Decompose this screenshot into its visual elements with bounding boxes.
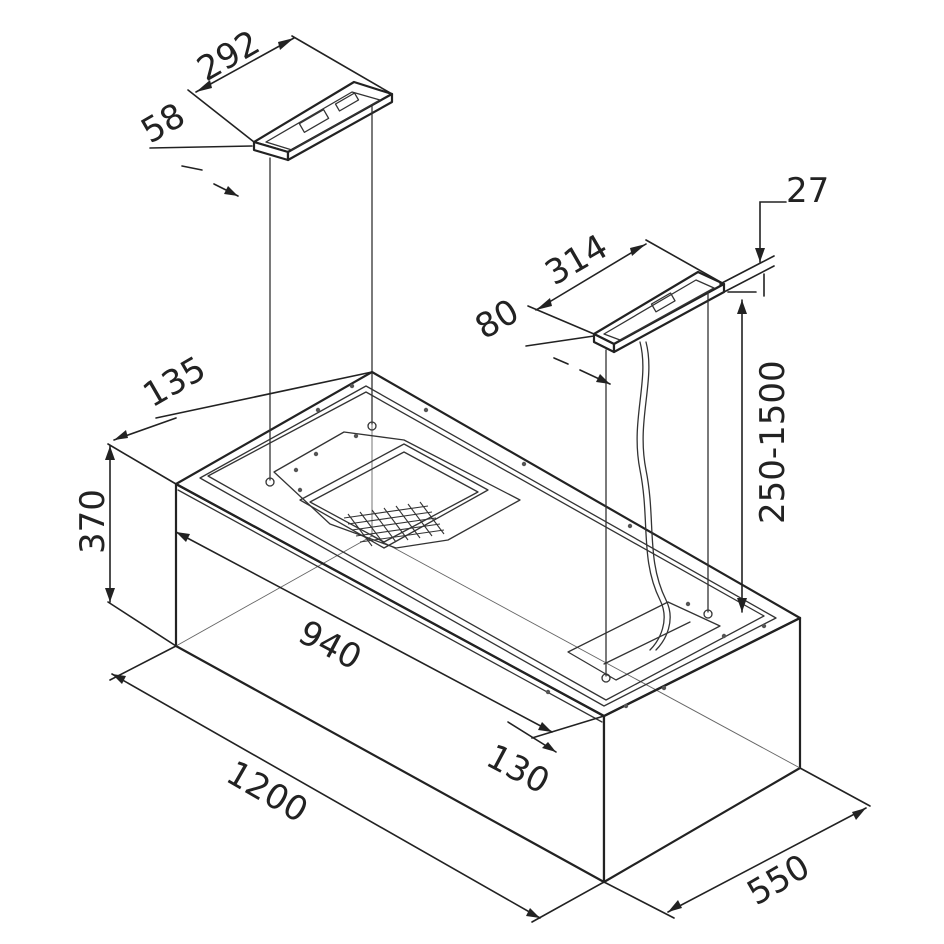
label-1200: 1200 xyxy=(220,753,315,831)
motor-cover xyxy=(273,431,521,549)
label-292: 292 xyxy=(191,23,267,90)
dimension-lines xyxy=(105,35,871,923)
hood-body xyxy=(174,370,802,884)
screw-dots xyxy=(293,383,767,709)
mount-left xyxy=(252,80,394,487)
label-135: 135 xyxy=(137,349,213,416)
filter-opening xyxy=(299,443,489,549)
label-314: 314 xyxy=(539,227,615,294)
label-80: 80 xyxy=(469,292,526,348)
label-58: 58 xyxy=(135,96,192,152)
mount-right-top xyxy=(592,270,726,346)
label-550: 550 xyxy=(741,847,817,914)
hood-top-rim xyxy=(199,385,777,707)
label-370: 370 xyxy=(73,489,113,554)
filter-grille xyxy=(343,501,445,547)
label-250-1500: 250-1500 xyxy=(753,360,793,524)
mount-right xyxy=(592,270,726,683)
power-cable xyxy=(636,341,665,651)
label-27: 27 xyxy=(786,171,829,211)
